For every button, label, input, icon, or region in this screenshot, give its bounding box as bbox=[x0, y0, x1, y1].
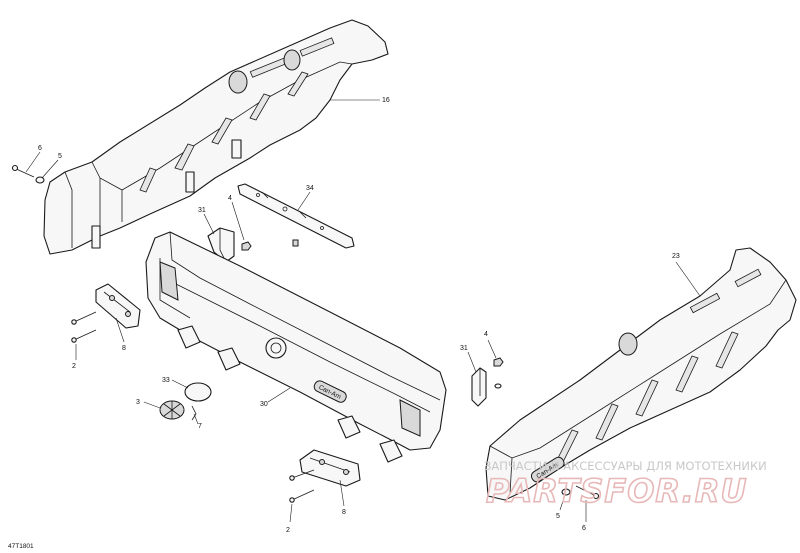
part-8-hinge-left: 8 2 bbox=[71, 283, 141, 370]
callout-3: 3 bbox=[136, 399, 140, 406]
callout-31-right: 31 bbox=[460, 345, 468, 352]
emblem-assembly: 33 3 7 bbox=[136, 377, 212, 430]
watermark-text: ЗАПЧАСТИ И АКСЕССУАРЫ ДЛЯ МОТОТЕХНИКИ bbox=[484, 459, 767, 473]
callout-30: 30 bbox=[260, 401, 268, 408]
part-31-bracket-center: 31 4 bbox=[198, 195, 252, 263]
callout-5-upper: 5 bbox=[58, 153, 62, 160]
callout-2-bottom: 2 bbox=[286, 527, 290, 534]
callout-4-right: 4 bbox=[484, 331, 488, 338]
callout-6-upper: 6 bbox=[38, 145, 42, 152]
callout-4-center: 4 bbox=[228, 195, 232, 202]
bolt-and-washer-upper: 6 5 bbox=[11, 145, 62, 184]
callout-33: 33 bbox=[162, 377, 170, 384]
watermark-logo: PARTSFOR.RU bbox=[486, 472, 747, 510]
part-8-hinge-bottom: 8 2 bbox=[286, 449, 361, 534]
callout-7: 7 bbox=[198, 423, 202, 430]
callout-34: 34 bbox=[306, 185, 314, 192]
callout-2-left: 2 bbox=[72, 363, 76, 370]
callout-6-lower: 6 bbox=[582, 525, 586, 532]
callout-5-lower: 5 bbox=[556, 513, 560, 520]
part-34-bracket-strip: 34 bbox=[237, 183, 355, 249]
callout-16: 16 bbox=[382, 97, 390, 104]
part-30-center-bar: Can-Am 30 bbox=[145, 231, 447, 463]
bolt-and-washer-lower: 5 6 bbox=[556, 485, 600, 532]
part-16-upper-rail: 16 bbox=[43, 19, 390, 255]
part-31-bracket-right: 31 4 bbox=[460, 331, 504, 407]
callout-8-bottom: 8 bbox=[342, 509, 346, 516]
diagram-reference-code: 47T1801 bbox=[8, 543, 34, 550]
watermark: ЗАПЧАСТИ И АКСЕССУАРЫ ДЛЯ МОТОТЕХНИКИ PA… bbox=[484, 459, 767, 511]
callout-8-left: 8 bbox=[122, 345, 126, 352]
callout-23: 23 bbox=[672, 253, 680, 260]
callout-31-center: 31 bbox=[198, 207, 206, 214]
